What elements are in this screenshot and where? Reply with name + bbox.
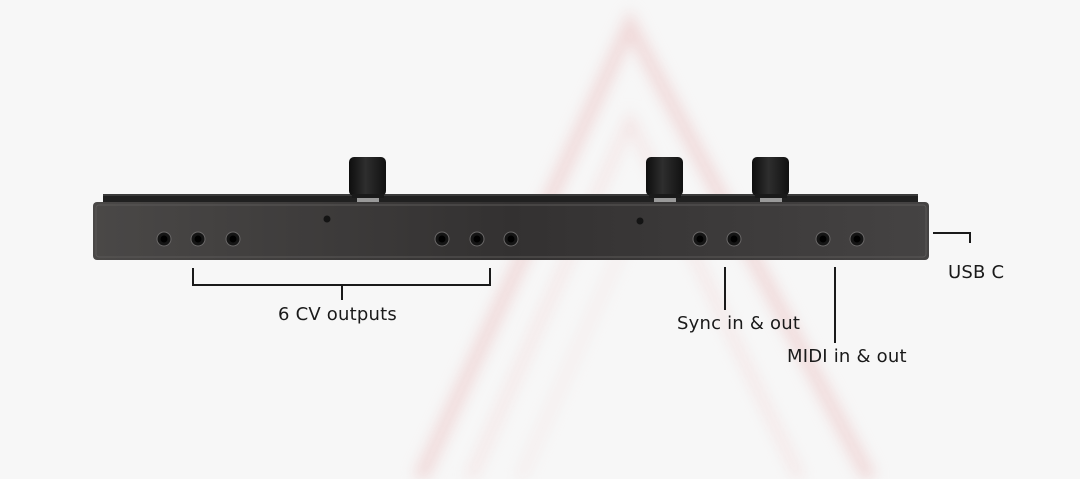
cv-output-jacks bbox=[156, 231, 519, 247]
jack bbox=[726, 231, 742, 247]
jack bbox=[815, 231, 831, 247]
screw-icon bbox=[323, 215, 331, 223]
jack bbox=[225, 231, 241, 247]
jack bbox=[692, 231, 708, 247]
sync-jacks bbox=[692, 231, 742, 247]
midi-label: MIDI in & out bbox=[787, 346, 907, 367]
jack bbox=[849, 231, 865, 247]
cv-outputs-bracket bbox=[192, 268, 491, 286]
jack bbox=[190, 231, 206, 247]
jack bbox=[156, 231, 172, 247]
usb-leader bbox=[933, 232, 971, 243]
device-body bbox=[93, 202, 929, 260]
jack bbox=[469, 231, 485, 247]
jack bbox=[434, 231, 450, 247]
sync-label: Sync in & out bbox=[677, 313, 801, 334]
jack bbox=[503, 231, 519, 247]
usb-c-label: USB C bbox=[948, 262, 1005, 283]
cv-outputs-label: 6 CV outputs bbox=[278, 304, 397, 325]
screw-icon bbox=[636, 217, 644, 225]
midi-jacks bbox=[815, 231, 865, 247]
